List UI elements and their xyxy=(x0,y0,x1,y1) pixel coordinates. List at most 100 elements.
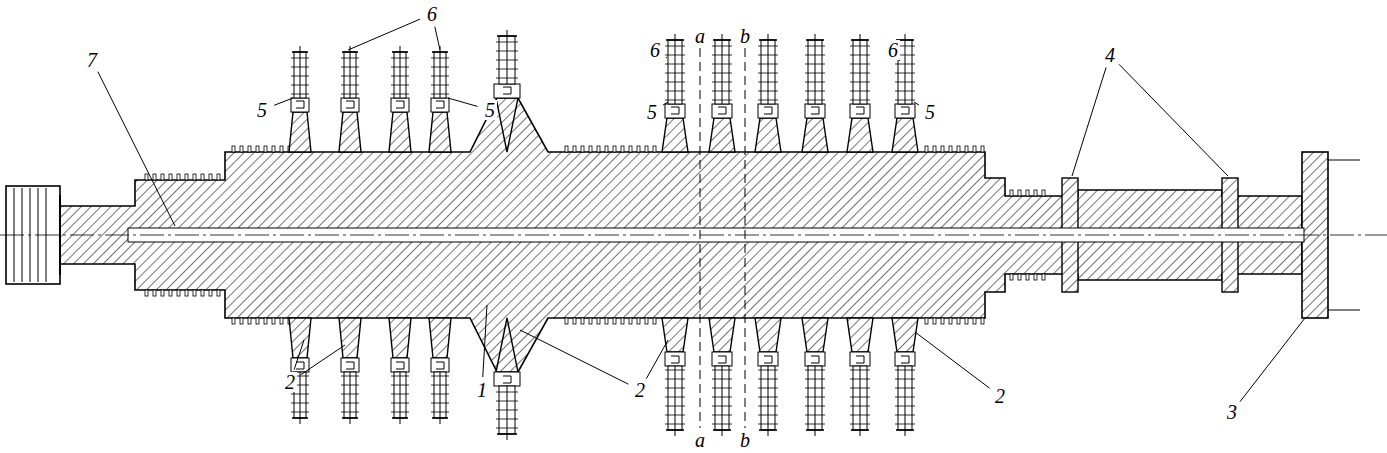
seal-tooth xyxy=(565,318,568,324)
callout-number: 5 xyxy=(255,100,269,120)
disc xyxy=(802,34,828,152)
disc xyxy=(429,318,451,424)
seal-tooth xyxy=(605,146,608,152)
seal-tooth xyxy=(597,146,600,152)
seal-tooth xyxy=(981,318,984,324)
seal-tooth xyxy=(209,174,212,180)
section-mark: b xyxy=(738,26,752,46)
callout-number: 5 xyxy=(923,102,937,122)
seal-tooth xyxy=(240,146,243,152)
seal-tooth xyxy=(629,146,632,152)
disc xyxy=(755,318,781,436)
section-line xyxy=(700,48,701,428)
disc xyxy=(755,34,781,152)
seal-tooth xyxy=(185,290,188,296)
seal-tooth xyxy=(973,146,976,152)
callout-number: 7 xyxy=(85,50,99,70)
section-mark: a xyxy=(693,26,707,46)
seal-tooth xyxy=(589,146,592,152)
seal-tooth xyxy=(933,146,936,152)
callout-number: 1 xyxy=(475,380,489,400)
callout-number: 2 xyxy=(283,372,297,392)
seal-tooth xyxy=(957,146,960,152)
disc xyxy=(892,318,918,436)
seal-tooth xyxy=(597,318,600,324)
seal-tooth xyxy=(1034,274,1037,280)
callout-number: 2 xyxy=(633,380,647,400)
seal-tooth xyxy=(264,146,267,152)
leader-line xyxy=(98,72,175,226)
seal-tooth xyxy=(653,146,656,152)
seal-tooth xyxy=(1026,190,1029,196)
leader-line xyxy=(1240,318,1305,402)
seal-tooth xyxy=(653,318,656,324)
seal-tooth xyxy=(1010,274,1013,280)
seal-tooth xyxy=(193,290,196,296)
seal-tooth xyxy=(201,174,204,180)
disc xyxy=(429,46,451,152)
seal-tooth xyxy=(621,318,624,324)
disc xyxy=(709,34,735,152)
disc xyxy=(847,318,873,436)
seal-tooth xyxy=(153,174,156,180)
disc xyxy=(289,318,311,424)
seal-tooth xyxy=(933,318,936,324)
seal-tooth xyxy=(256,146,259,152)
centerline xyxy=(0,235,1387,236)
seal-tooth xyxy=(177,174,180,180)
seal-tooth xyxy=(248,146,251,152)
disc xyxy=(494,318,520,440)
seal-tooth xyxy=(169,174,172,180)
section-mark: a xyxy=(693,430,707,450)
seal-tooth xyxy=(613,318,616,324)
seal-tooth xyxy=(177,290,180,296)
seal-tooth xyxy=(280,318,283,324)
seal-tooth xyxy=(645,318,648,324)
seal-tooth xyxy=(153,290,156,296)
seal-tooth xyxy=(949,146,952,152)
leader-line xyxy=(1119,64,1228,176)
disc xyxy=(389,318,411,424)
leader-line xyxy=(1072,67,1106,176)
leader-line xyxy=(915,332,990,388)
leader-line xyxy=(435,27,440,50)
seal-tooth xyxy=(193,174,196,180)
seal-tooth xyxy=(645,146,648,152)
seal-tooth xyxy=(1018,274,1021,280)
seal-tooth xyxy=(925,146,928,152)
seal-tooth xyxy=(145,174,148,180)
seal-tooth xyxy=(981,146,984,152)
seal-tooth xyxy=(256,318,259,324)
section-mark: b xyxy=(738,430,752,450)
seal-tooth xyxy=(232,318,235,324)
seal-tooth xyxy=(573,318,576,324)
seal-tooth xyxy=(941,146,944,152)
leader-line xyxy=(274,98,293,105)
callout-number: 6 xyxy=(648,40,662,60)
seal-tooth xyxy=(629,318,632,324)
callout-number: 6 xyxy=(425,4,439,24)
seal-tooth xyxy=(217,174,220,180)
leader-line xyxy=(520,330,628,384)
callout-number: 3 xyxy=(1225,402,1239,422)
disc xyxy=(494,30,520,152)
leader-line xyxy=(666,57,667,59)
leader-line xyxy=(914,102,919,105)
seal-tooth xyxy=(169,290,172,296)
leader-line xyxy=(448,98,478,106)
seal-tooth xyxy=(209,290,212,296)
seal-tooth xyxy=(272,318,275,324)
disc xyxy=(847,34,873,152)
disc xyxy=(389,46,411,152)
seal-tooth xyxy=(248,318,251,324)
seal-tooth xyxy=(145,290,148,296)
seal-tooth xyxy=(581,146,584,152)
seal-tooth xyxy=(637,146,640,152)
seal-tooth xyxy=(613,146,616,152)
seal-tooth xyxy=(1034,190,1037,196)
seal-tooth xyxy=(581,318,584,324)
seal-tooth xyxy=(965,146,968,152)
seal-tooth xyxy=(621,146,624,152)
